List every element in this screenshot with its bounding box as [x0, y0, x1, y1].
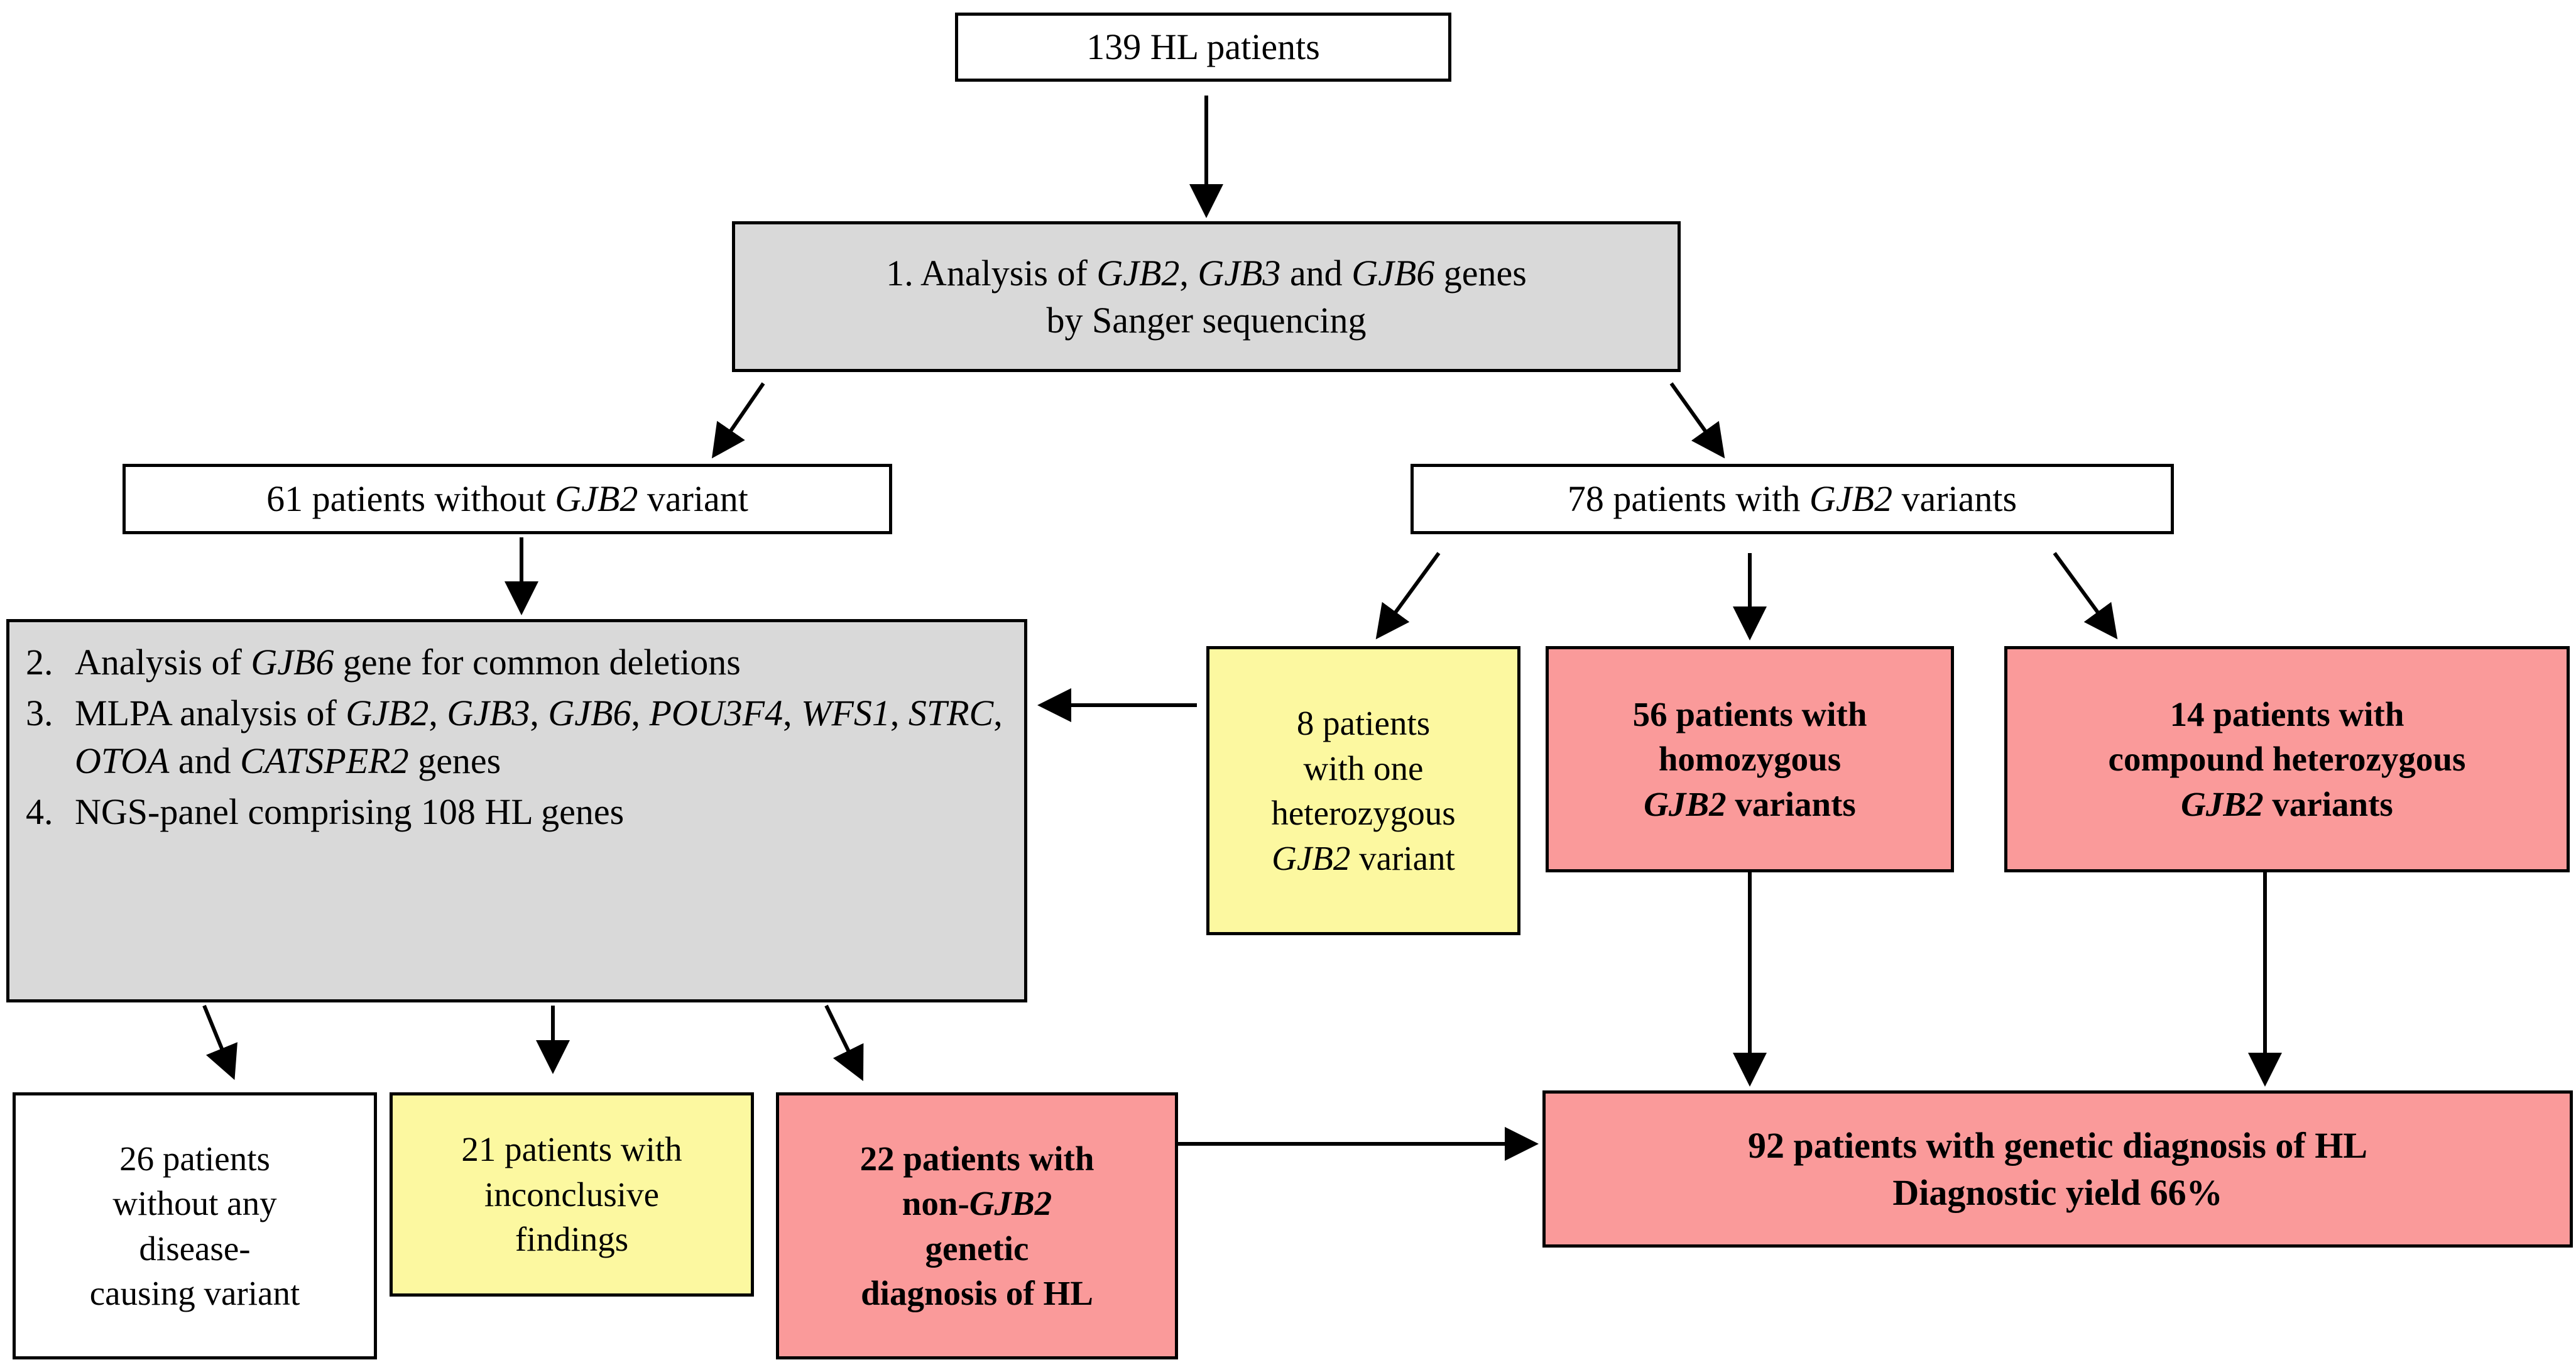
node-step1-sanger[interactable]: 1. Analysis of GJB2, GJB3 and GJB6 genes… — [732, 221, 1681, 372]
compound14-line2: compound heterozygous — [2108, 740, 2466, 779]
node-no-gjb2[interactable]: 61 patients without GJB2 variant — [123, 464, 892, 534]
node-with-gjb2[interactable]: 78 patients with GJB2 variants — [1411, 464, 2174, 534]
list-item: 4. NGS-panel comprising 108 HL genes — [26, 791, 625, 833]
node-homo56[interactable]: 56 patients with homozygous GJB2 variant… — [1546, 646, 1954, 872]
edge-step1-to-no-gjb2 — [711, 382, 765, 459]
node-total92[interactable]: 92 patients with genetic diagnosis of HL… — [1542, 1090, 2573, 1248]
nongjb2-22-line3: genetic — [925, 1229, 1029, 1268]
node-steps-2-3-4[interactable]: 2. Analysis of GJB6 gene for common dele… — [6, 619, 1027, 1002]
nodisease26-line4: causing variant — [89, 1274, 300, 1312]
inconclusive21-line3: findings — [515, 1220, 629, 1259]
no-gjb2-label: 61 patients without GJB2 variant — [266, 478, 748, 520]
nodisease26-line1: 26 patients — [119, 1139, 270, 1178]
list-item: 2. Analysis of GJB6 gene for common dele… — [26, 642, 741, 683]
node-nongjb2-22[interactable]: 22 patients with non-GJB2 genetic diagno… — [776, 1092, 1178, 1359]
homo56-line1: 56 patients with — [1632, 694, 1867, 733]
edge-with-gjb2-to-compound14 — [2053, 552, 2118, 640]
edge-steps-to-nodisease26 — [202, 1004, 237, 1080]
inconclusive21-line2: inconclusive — [484, 1175, 659, 1214]
edge-with-gjb2-to-het8 — [1375, 552, 1441, 640]
nongjb2-22-line2: non-GJB2 — [902, 1184, 1052, 1222]
step1-line1: 1. Analysis of GJB2, GJB3 and GJB6 genes — [886, 252, 1527, 294]
homo56-line2: homozygous — [1658, 740, 1842, 779]
inconclusive21-line1: 21 patients with — [461, 1130, 682, 1169]
node-nodisease26[interactable]: 26 patients without any disease- causing… — [13, 1092, 377, 1359]
cohort-label: 139 HL patients — [1086, 26, 1320, 68]
compound14-line3: GJB2 variants — [2181, 784, 2393, 823]
edge-steps-to-nongjb2-22 — [824, 1004, 864, 1082]
node-inconclusive21[interactable]: 21 patients with inconclusive findings — [390, 1092, 754, 1297]
with-gjb2-label: 78 patients with GJB2 variants — [1567, 478, 2017, 520]
node-cohort[interactable]: 139 HL patients — [955, 13, 1451, 82]
steps-list: 2. Analysis of GJB6 gene for common dele… — [26, 639, 1013, 836]
het8-line2: with one — [1303, 749, 1424, 788]
step1-line2: by Sanger sequencing — [1046, 300, 1367, 341]
het8-line1: 8 patients — [1296, 704, 1431, 742]
node-het8[interactable]: 8 patients with one heterozygous GJB2 va… — [1206, 646, 1520, 935]
homo56-line3: GJB2 variants — [1644, 784, 1856, 823]
nongjb2-22-line1: 22 patients with — [860, 1139, 1094, 1178]
nongjb2-22-line4: diagnosis of HL — [861, 1274, 1093, 1312]
nodisease26-line3: disease- — [139, 1229, 251, 1268]
edge-step1-to-with-gjb2 — [1669, 382, 1725, 459]
list-item: 3. MLPA analysis of GJB2, GJB3, GJB6, PO… — [26, 693, 1003, 781]
total92-line1: 92 patients with genetic diagnosis of HL — [1747, 1124, 2368, 1166]
total92-line2: Diagnostic yield 66% — [1892, 1172, 2223, 1213]
node-compound14[interactable]: 14 patients with compound heterozygous G… — [2004, 646, 2570, 872]
compound14-line1: 14 patients with — [2169, 694, 2404, 733]
het8-line3: heterozygous — [1271, 794, 1456, 832]
het8-line4: GJB2 variant — [1272, 838, 1455, 877]
nodisease26-line2: without any — [112, 1184, 277, 1222]
